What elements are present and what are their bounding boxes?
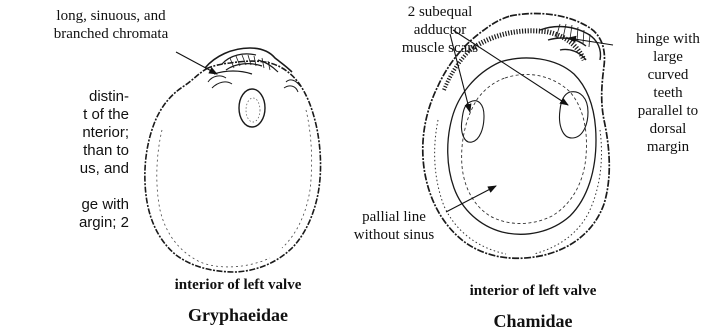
gryphaeidae-annotation-line-2: branched chromata [31,26,191,43]
chamidae-hinge-line-2: large [613,49,723,66]
gryphaeidae-caption: interior of left valve [138,277,338,294]
gryphaeidae-shell-illustration [145,48,321,272]
chamidae-adductor-line-2: adductor [380,22,500,39]
chamidae-hinge-line-1: hinge with [613,31,723,48]
chamidae-hinge-line-5: parallel to [613,103,723,120]
gryphaeidae-family-name: Gryphaeidae [138,305,338,325]
gryphaeidae-inner-edge [157,130,270,267]
chamidae-adductor-line-3: muscle scars [380,40,500,57]
chamidae-posterior-adductor-scar [560,92,589,138]
chamidae-caption: interior of left valve [433,283,633,300]
chamidae-hinge-line-4: teeth [613,85,723,102]
chamidae-hinge-line-6: dorsal [613,121,723,138]
chamidae-hinge-line-7: margin [613,139,723,156]
gryphaeidae-adductor-scar-inner [246,98,260,122]
chamidae-inner-cavity [448,58,596,234]
chamidae-pallial-line [462,74,587,223]
chamidae-family-name: Chamidae [433,311,633,331]
chamidae-rim-dots-right [534,130,602,254]
chamidae-hinge-arrow [568,38,613,45]
chamidae-pallial-line-1: pallial line [334,209,454,226]
gryphaeidae-adductor-scar [239,89,265,127]
gryphaeidae-shell-outline [145,61,321,272]
gryphaeidae-annotation-line-1: long, sinuous, and [31,8,191,25]
chamidae-adductor-line-1: 2 subequal [380,4,500,21]
chamidae-pallial-line-2: without sinus [334,227,454,244]
chamidae-hinge-line-3: curved [613,67,723,84]
gryphaeidae-hinge [205,48,292,72]
